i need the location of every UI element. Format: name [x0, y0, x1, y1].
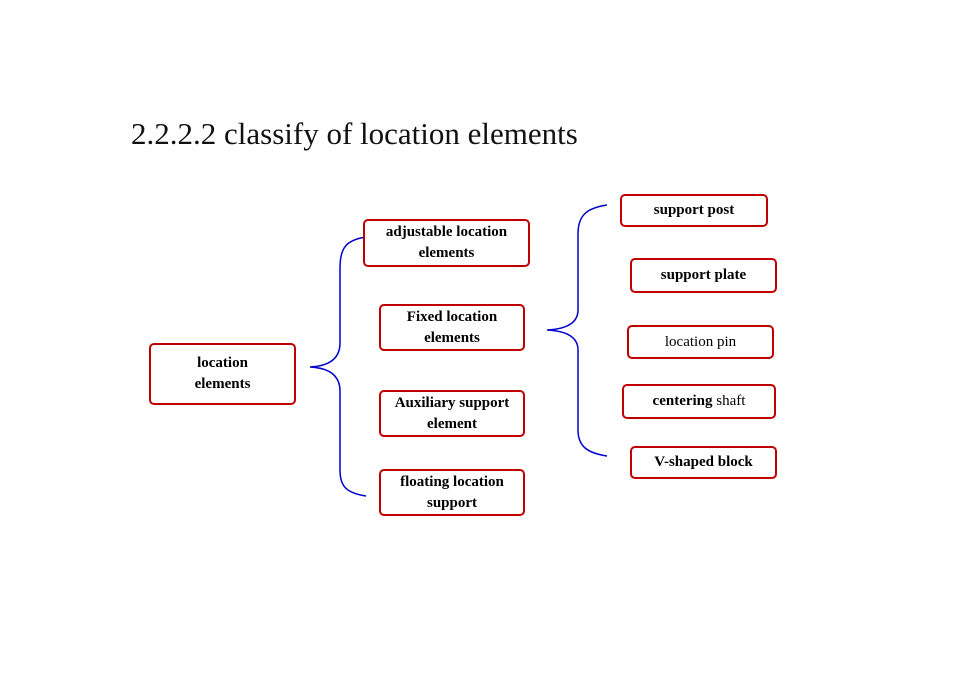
- node-label-line1: Fixed location: [406, 308, 498, 325]
- node-label-line2: elements: [418, 245, 475, 261]
- node-location-elements: location elements: [149, 343, 296, 405]
- slide-title: 2.2.2.2 classify of location elements: [131, 116, 578, 151]
- node-label-line1: floating location: [400, 473, 504, 490]
- node-support-post: support post: [620, 194, 768, 227]
- node-fixed-location-elements: Fixed location elements: [379, 304, 525, 351]
- node-support-plate: support plate: [630, 258, 777, 293]
- node-label-line2: elements: [194, 376, 251, 392]
- node-label: support plate: [660, 267, 747, 283]
- node-label-line2: elements: [424, 329, 480, 346]
- brace-left: [309, 236, 367, 497]
- node-label-line2: element: [427, 415, 477, 432]
- node-label: location pin: [664, 333, 737, 350]
- node-auxiliary-support-element: Auxiliary support element: [379, 390, 525, 437]
- node-centering-shaft: centering shaft: [622, 384, 776, 419]
- node-label-line1: location: [197, 355, 248, 371]
- node-adjustable-location-elements: adjustable location elements: [363, 219, 530, 267]
- node-label-bold: centering: [652, 393, 713, 409]
- node-location-pin: location pin: [627, 325, 774, 359]
- node-label: support post: [653, 202, 735, 218]
- node-label: V-shaped block: [654, 454, 753, 470]
- node-label-line1: Auxiliary support: [394, 394, 510, 411]
- node-label-line1: adjustable location: [385, 224, 508, 240]
- node-label: centering shaft: [653, 391, 746, 412]
- node-floating-location-support: floating location support: [379, 469, 525, 516]
- node-label-line2: support: [426, 494, 478, 511]
- node-v-shaped-block: V-shaped block: [630, 446, 777, 479]
- node-label-rest: shaft: [712, 393, 746, 409]
- brace-right: [546, 204, 608, 457]
